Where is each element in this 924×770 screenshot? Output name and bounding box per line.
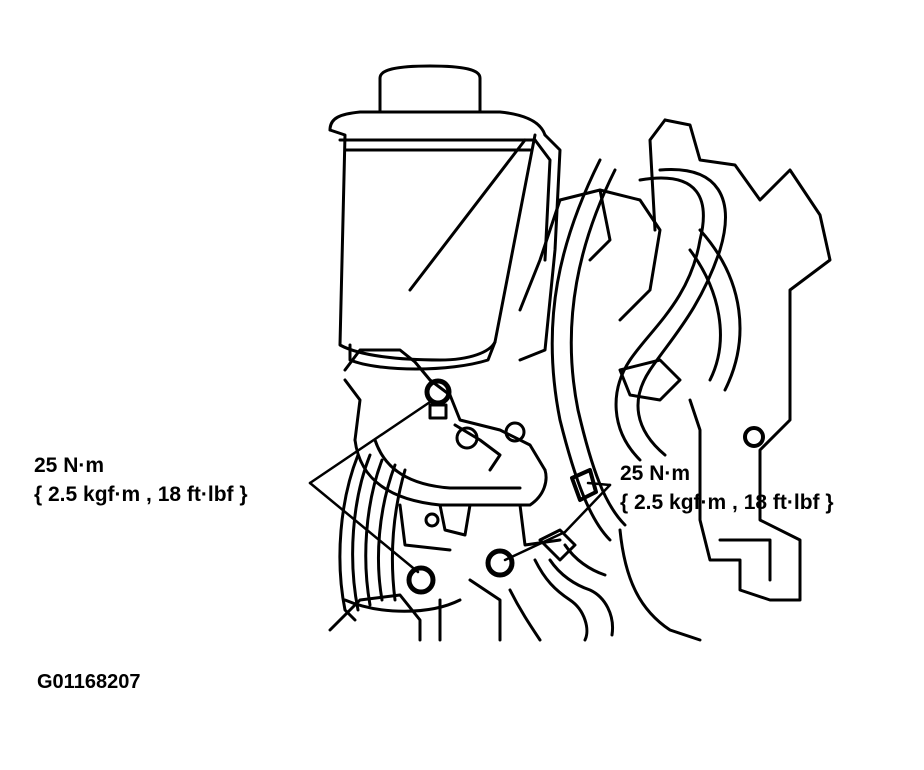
torque-conversion-right: { 2.5 kgf·m , 18 ft·lbf } <box>620 491 834 514</box>
torque-value-left: 25 N·m <box>34 454 105 477</box>
torque-callout-right: 25 N·m { 2.5 kgf·m , 18 ft·lbf } <box>620 459 834 517</box>
bolt-lower-left <box>406 565 436 595</box>
pump-body <box>343 348 562 552</box>
torque-callout-left: 25 N·m { 2.5 kgf·m , 18 ft·lbf } <box>34 451 248 509</box>
engine-bracket-structure <box>518 118 832 602</box>
reservoir-tank <box>328 64 562 371</box>
hose-lines <box>550 158 742 542</box>
bolt-right <box>570 468 598 502</box>
bolt-lower-middle <box>485 548 515 578</box>
bolt-top <box>424 378 452 420</box>
figure-id-label: G01168207 <box>37 671 141 693</box>
leader-lines <box>308 400 612 574</box>
torque-value-right: 25 N·m <box>620 462 691 485</box>
lower-components <box>328 528 702 642</box>
torque-conversion-left: { 2.5 kgf·m , 18 ft·lbf } <box>34 483 248 506</box>
bolts <box>406 378 598 595</box>
